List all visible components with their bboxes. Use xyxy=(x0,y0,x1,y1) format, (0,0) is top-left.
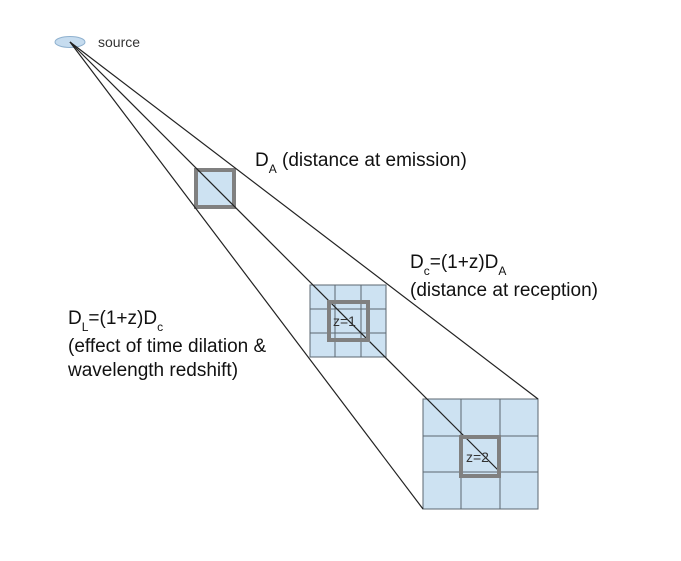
svg-text:(effect of time dilation &: (effect of time dilation & xyxy=(68,336,267,357)
source-label: source xyxy=(98,34,140,50)
dl-label: DL=(1+z)Dc (effect of time dilation & wa… xyxy=(67,308,267,381)
z1-label: z=1 xyxy=(333,313,356,329)
projection-line-left xyxy=(69,41,424,510)
projection-lines xyxy=(69,41,539,510)
projection-line-right xyxy=(69,41,539,400)
z2-label: z=2 xyxy=(466,449,489,465)
z1-grid xyxy=(309,284,387,358)
emission-box xyxy=(194,168,236,209)
svg-text:DA (distance at emission): DA (distance at emission) xyxy=(255,150,467,176)
z2-grid xyxy=(422,398,539,510)
svg-text:(distance at reception): (distance at reception) xyxy=(410,280,598,301)
da-label: DA (distance at emission) xyxy=(255,150,467,176)
svg-text:wavelength redshift): wavelength redshift) xyxy=(67,360,238,381)
dc-label: Dc=(1+z)DA (distance at reception) xyxy=(410,252,598,301)
svg-text:DL=(1+z)Dc: DL=(1+z)Dc xyxy=(68,308,163,334)
projection-line-center xyxy=(69,41,501,473)
svg-text:Dc=(1+z)DA: Dc=(1+z)DA xyxy=(410,252,506,278)
z2-box xyxy=(459,435,501,478)
z1-box xyxy=(327,300,370,342)
